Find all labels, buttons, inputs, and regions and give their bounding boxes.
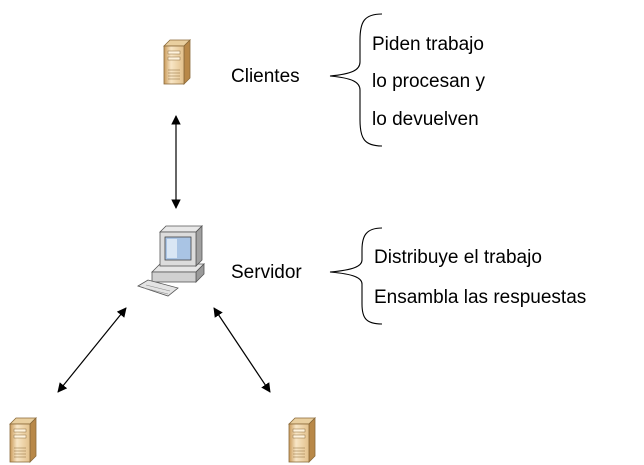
server-tower-icon [288, 417, 316, 463]
servidor-label: Servidor [231, 262, 302, 283]
servidor-worker-right-arrow [213, 307, 271, 393]
servidor-note-line: Ensambla las respuestas [374, 287, 586, 308]
clientes-notes: Piden trabajo lo procesan y lo devuelven [372, 34, 486, 130]
clientes-note-line: lo devuelven [372, 109, 479, 130]
clientes-node: Clientes [163, 39, 300, 87]
desktop-computer-icon [137, 225, 205, 297]
worker-left-node [9, 417, 37, 463]
server-tower-icon [163, 39, 191, 85]
clientes-note-line: lo procesan y [372, 71, 486, 92]
clientes-note-line: Piden trabajo [372, 34, 484, 55]
servidor-node: Servidor [137, 225, 302, 297]
servidor-notes: Distribuye el trabajo Ensambla las respu… [374, 247, 586, 308]
server-tower-icon [9, 417, 37, 463]
worker-right-node [288, 417, 316, 463]
servidor-brace [329, 227, 383, 325]
clientes-brace [329, 13, 383, 147]
servidor-worker-left-arrow [57, 307, 127, 393]
clientes-label: Clientes [231, 66, 300, 87]
servidor-note-line: Distribuye el trabajo [374, 247, 542, 268]
